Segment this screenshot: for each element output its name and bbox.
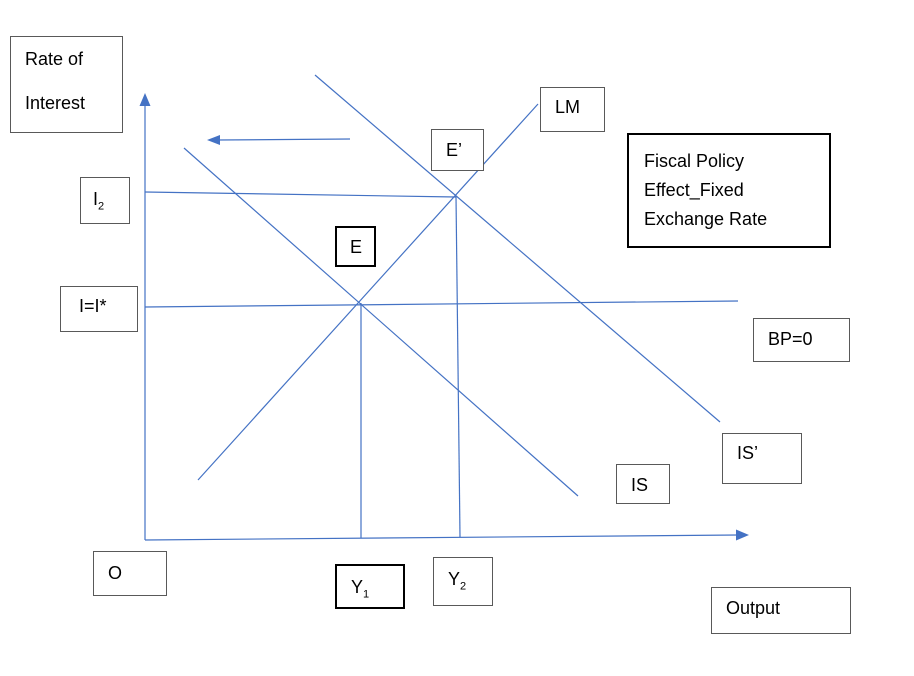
is-prime-curve [314,74,721,423]
title-line1: Fiscal Policy [644,151,745,171]
bp-label-box: BP=0 [753,318,850,362]
right-arrowhead-icon [736,529,749,541]
i-star-label: I=I* [79,296,107,316]
i2-label-box: I2 [80,177,130,224]
up-arrowhead-icon [139,93,151,106]
lm-curve [197,103,539,481]
lm-label-box: LM [540,87,605,132]
i2-label: I2 [93,189,105,213]
is-prime-label-box: IS’ [722,433,802,484]
title-line3: Exchange Rate [644,209,768,229]
y-axis-label-line2: Interest [25,93,86,113]
origin-label: O [108,563,123,583]
e-label: E [350,237,363,257]
i2-line [144,191,457,198]
y2-label: Y2 [448,569,467,593]
bp-line [144,300,739,308]
is-prime-label: IS’ [737,443,759,463]
e-label-box: E [335,226,376,267]
y1-label-box: Y1 [335,564,405,609]
y-axis-label-box: Rate of Interest [10,36,123,133]
y2-label-box: Y2 [433,557,493,606]
x-axis-label: Output [726,598,781,618]
y1-label: Y1 [351,577,370,601]
x-axis-label-box: Output [711,587,851,634]
e-prime-label-box: E’ [431,129,484,171]
x-axis [144,534,739,541]
is-curve [183,147,579,497]
shift-arrow-shaft [217,138,351,141]
is-label: IS [631,475,649,495]
e-prime-label: E’ [446,140,463,160]
y-axis-label-line1: Rate of [25,49,84,69]
title-box: Fiscal Policy Effect_Fixed Exchange Rate [627,133,831,248]
lm-label: LM [555,97,581,117]
y2-line [455,195,461,538]
origin-label-box: O [93,551,167,596]
title-line2: Effect_Fixed [644,180,744,200]
is-label-box: IS [616,464,670,504]
bp-label: BP=0 [768,329,813,349]
i-star-label-box: I=I* [60,286,138,332]
left-arrow-icon [207,135,220,145]
